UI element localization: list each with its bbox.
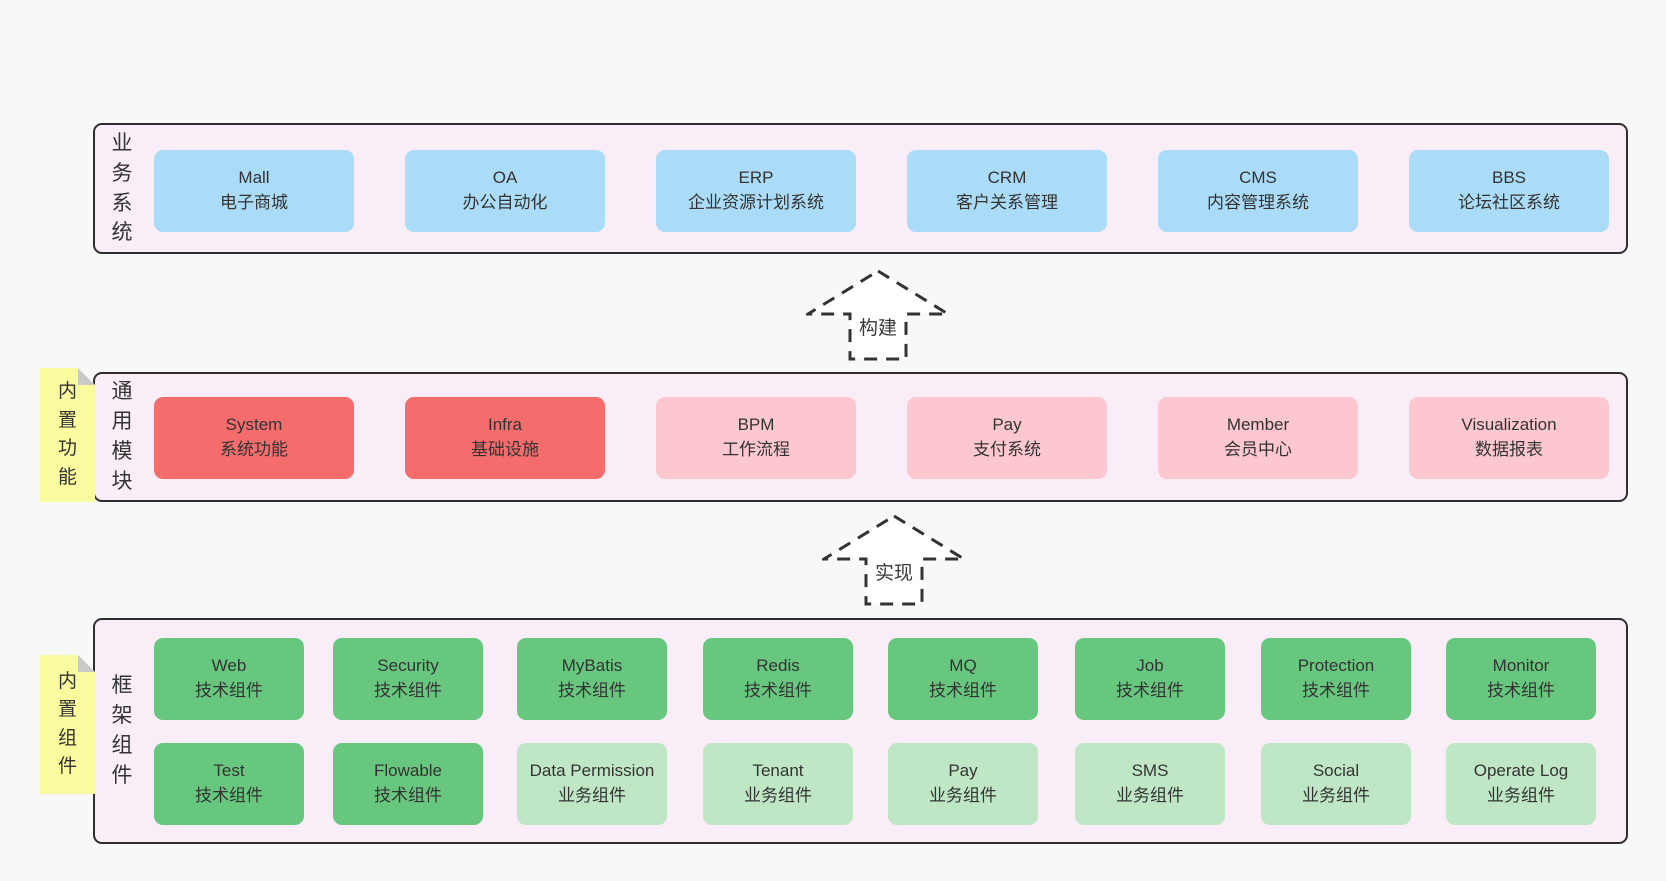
box-protection-subtitle: 技术组件 [1302, 681, 1370, 700]
box-operate-log-subtitle: 业务组件 [1487, 786, 1555, 805]
box-pay-title: Pay [992, 415, 1022, 435]
box-bpm-subtitle: 工作流程 [722, 440, 790, 459]
box-sms-title: SMS [1131, 761, 1169, 781]
box-crm-title: CRM [987, 168, 1027, 188]
box-infra: Infra 基础设施 [405, 397, 605, 479]
box-mall: Mall 电子商城 [154, 150, 354, 232]
note-built-in-components-text: 内置组件 [57, 670, 77, 777]
box-social-title: Social [1312, 761, 1360, 781]
box-pay-component-subtitle: 业务组件 [929, 786, 997, 805]
note-built-in-features-text: 内置功能 [57, 381, 77, 488]
box-bbs-subtitle: 论坛社区系统 [1458, 193, 1560, 212]
box-pay: Pay 支付系统 [907, 397, 1107, 479]
arrow-implement-shape [822, 514, 966, 606]
box-security-subtitle: 技术组件 [374, 681, 442, 700]
box-oa-title: OA [492, 168, 518, 188]
box-flowable: Flowable 技术组件 [333, 743, 483, 825]
box-bpm-title: BPM [737, 415, 775, 435]
box-member-subtitle: 会员中心 [1224, 440, 1292, 459]
arrow-implement-label: 实现 [872, 562, 915, 585]
box-infra-title: Infra [487, 415, 523, 435]
box-data-permission: Data Permission 业务组件 [517, 743, 667, 825]
box-job: Job 技术组件 [1075, 638, 1225, 720]
box-job-subtitle: 技术组件 [1116, 681, 1184, 700]
box-cms-title: CMS [1239, 168, 1277, 188]
box-pay-component-title: Pay [948, 761, 978, 781]
box-test: Test 技术组件 [154, 743, 304, 825]
box-mybatis-subtitle: 技术组件 [558, 681, 626, 700]
box-test-title: Test [213, 761, 245, 781]
box-monitor-title: Monitor [1492, 656, 1550, 676]
box-visualization-subtitle: 数据报表 [1475, 440, 1543, 459]
box-system-subtitle: 系统功能 [220, 440, 288, 459]
box-infra-subtitle: 基础设施 [471, 440, 539, 459]
note-built-in-features: 内置功能 [40, 368, 95, 502]
box-flowable-subtitle: 技术组件 [374, 786, 442, 805]
box-web-subtitle: 技术组件 [195, 681, 263, 700]
box-job-title: Job [1136, 656, 1164, 676]
box-member: Member 会员中心 [1158, 397, 1358, 479]
box-tenant-subtitle: 业务组件 [744, 786, 812, 805]
box-redis: Redis 技术组件 [703, 638, 853, 720]
box-operate-log: Operate Log 业务组件 [1446, 743, 1596, 825]
box-bbs: BBS 论坛社区系统 [1409, 150, 1609, 232]
box-social-subtitle: 业务组件 [1302, 786, 1370, 805]
band-common-modules-label: 通用模块 [111, 380, 133, 493]
box-mybatis: MyBatis 技术组件 [517, 638, 667, 720]
box-erp: ERP 企业资源计划系统 [656, 150, 856, 232]
box-monitor: Monitor 技术组件 [1446, 638, 1596, 720]
box-member-title: Member [1226, 415, 1290, 435]
box-crm-subtitle: 客户关系管理 [956, 193, 1058, 212]
box-erp-subtitle: 企业资源计划系统 [688, 193, 824, 212]
box-web-title: Web [211, 656, 247, 676]
box-system-title: System [225, 415, 283, 435]
box-mq-title: MQ [949, 656, 977, 676]
arrow-build-label: 构建 [856, 317, 899, 340]
box-crm: CRM 客户关系管理 [907, 150, 1107, 232]
box-data-permission-title: Data Permission [529, 761, 655, 781]
box-protection: Protection 技术组件 [1261, 638, 1411, 720]
box-web: Web 技术组件 [154, 638, 304, 720]
box-erp-title: ERP [738, 168, 774, 188]
box-mybatis-title: MyBatis [561, 656, 623, 676]
box-redis-title: Redis [756, 656, 800, 676]
box-cms-subtitle: 内容管理系统 [1207, 193, 1309, 212]
band-business-systems-label: 业务系统 [111, 131, 133, 245]
box-oa: OA 办公自动化 [405, 150, 605, 232]
box-flowable-title: Flowable [373, 761, 443, 781]
box-redis-subtitle: 技术组件 [744, 681, 812, 700]
box-sms-subtitle: 业务组件 [1116, 786, 1184, 805]
box-bbs-title: BBS [1491, 168, 1527, 188]
box-oa-subtitle: 办公自动化 [462, 193, 548, 212]
box-bpm: BPM 工作流程 [656, 397, 856, 479]
box-social: Social 业务组件 [1261, 743, 1411, 825]
box-security: Security 技术组件 [333, 638, 483, 720]
box-tenant: Tenant 业务组件 [703, 743, 853, 825]
box-system: System 系统功能 [154, 397, 354, 479]
box-test-subtitle: 技术组件 [195, 786, 263, 805]
box-tenant-title: Tenant [752, 761, 804, 781]
box-pay-component: Pay 业务组件 [888, 743, 1038, 825]
arrow-build-shape [806, 269, 950, 361]
box-protection-title: Protection [1297, 656, 1375, 676]
box-mall-subtitle: 电子商城 [220, 193, 288, 212]
box-visualization: Visualization 数据报表 [1409, 397, 1609, 479]
box-mq-subtitle: 技术组件 [929, 681, 997, 700]
box-monitor-subtitle: 技术组件 [1487, 681, 1555, 700]
arrow-implement: 实现 [822, 514, 966, 606]
band-framework-components-label: 框架组件 [111, 674, 133, 787]
box-cms: CMS 内容管理系统 [1158, 150, 1358, 232]
box-mq: MQ 技术组件 [888, 638, 1038, 720]
note-built-in-components: 内置组件 [40, 655, 95, 794]
box-pay-subtitle: 支付系统 [973, 440, 1041, 459]
box-data-permission-subtitle: 业务组件 [558, 786, 626, 805]
box-operate-log-title: Operate Log [1473, 761, 1569, 781]
box-sms: SMS 业务组件 [1075, 743, 1225, 825]
box-visualization-title: Visualization [1461, 415, 1557, 435]
arrow-build: 构建 [806, 269, 950, 361]
box-mall-title: Mall [238, 168, 270, 188]
box-security-title: Security [377, 656, 439, 676]
